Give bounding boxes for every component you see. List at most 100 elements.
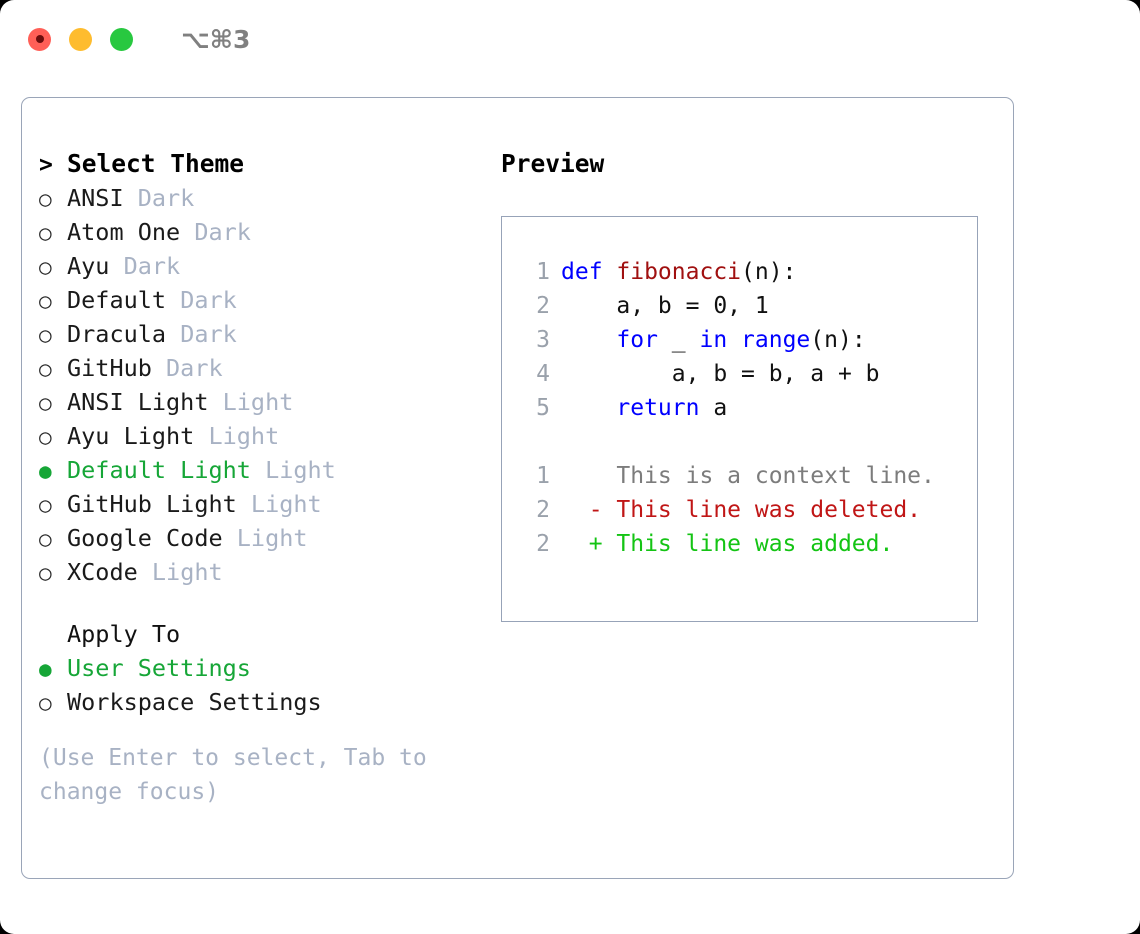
theme-option-xcode[interactable]: ○ XCode Light bbox=[39, 555, 499, 589]
code-line-text: return a bbox=[561, 391, 727, 425]
theme-option-default[interactable]: ○ Default Dark bbox=[39, 283, 499, 317]
theme-variant-tag: Dark bbox=[166, 286, 237, 314]
cursor-chevron-icon: > bbox=[39, 152, 53, 178]
code-token: a, b = b, a + b bbox=[561, 361, 880, 387]
theme-variant-tag: Light bbox=[250, 456, 336, 484]
code-line: 4 a, b = b, a + b bbox=[516, 357, 977, 391]
code-token: def bbox=[561, 259, 617, 285]
maximize-button[interactable] bbox=[110, 27, 133, 51]
theme-option-github-light[interactable]: ○GitHub Light Light bbox=[39, 487, 499, 521]
theme-variant-tag: Dark bbox=[180, 218, 251, 246]
code-line-number: 5 bbox=[536, 395, 550, 421]
code-token: a bbox=[699, 395, 728, 421]
window-controls bbox=[28, 27, 133, 51]
theme-option-label: ANSI Light bbox=[67, 388, 209, 416]
theme-option-label: Google Code bbox=[67, 524, 223, 552]
apply-to-list[interactable]: ● User Settings ○ Workspace Settings bbox=[39, 651, 499, 719]
diff-line-number: 2 bbox=[536, 531, 550, 557]
close-button[interactable] bbox=[28, 27, 51, 51]
theme-option-label: GitHub Light bbox=[67, 490, 237, 518]
code-line-text: def fibonacci(n): bbox=[561, 255, 796, 289]
keyboard-hint-text: (Use Enter to select, Tab to change focu… bbox=[39, 745, 441, 805]
code-line-text: a, b = 0, 1 bbox=[561, 289, 769, 323]
code-token: fibonacci bbox=[616, 259, 742, 285]
diff-line-ctx: 1 This is a context line. bbox=[516, 459, 977, 493]
theme-list[interactable]: ○ANSI Dark○Atom One Dark○Ayu Dark○Defaul… bbox=[39, 181, 499, 589]
theme-option-label: Dracula bbox=[67, 320, 167, 348]
minimize-button[interactable] bbox=[69, 27, 92, 51]
diff-line-del: 2 - This line was deleted. bbox=[516, 493, 977, 527]
title-bar: ⌥⌘3 bbox=[0, 0, 1140, 78]
code-token: _ bbox=[657, 327, 700, 353]
code-line-text: for _ in range(n): bbox=[561, 323, 866, 357]
diff-line-text: - This line was deleted. bbox=[561, 497, 922, 523]
theme-option-github[interactable]: ○GitHub Dark bbox=[39, 351, 499, 385]
theme-variant-tag: Light bbox=[137, 558, 223, 586]
theme-option-ayu-light[interactable]: ○ Ayu Light Light bbox=[39, 419, 499, 453]
diff-line-number: 1 bbox=[536, 463, 550, 489]
code-token bbox=[561, 327, 616, 353]
code-token: for bbox=[616, 327, 658, 353]
radio-unselected-icon: ○ bbox=[39, 561, 52, 585]
code-line: 5 return a bbox=[516, 391, 977, 425]
code-token: in bbox=[699, 327, 728, 353]
code-line-number: 3 bbox=[536, 327, 550, 353]
theme-option-default-light[interactable]: ●Default Light Light bbox=[39, 453, 499, 487]
section-spacer bbox=[39, 589, 499, 617]
diff-line-number: 2 bbox=[536, 497, 550, 523]
radio-unselected-icon: ○ bbox=[39, 357, 52, 381]
code-token: return bbox=[616, 395, 700, 421]
theme-option-label: GitHub bbox=[67, 354, 152, 382]
code-token: a, b = 0, 1 bbox=[561, 293, 769, 319]
theme-option-google-code[interactable]: ○ Google Code Light bbox=[39, 521, 499, 555]
radio-unselected-icon: ○ bbox=[39, 391, 52, 415]
radio-unselected-icon: ○ bbox=[39, 289, 52, 313]
apply-to-option-workspace-settings[interactable]: ○ Workspace Settings bbox=[39, 685, 499, 719]
radio-unselected-icon: ○ bbox=[39, 221, 52, 245]
radio-unselected-icon: ○ bbox=[39, 187, 52, 211]
radio-unselected-icon: ○ bbox=[39, 425, 52, 449]
theme-selector-column: > Select Theme ○ANSI Dark○Atom One Dark○… bbox=[39, 147, 499, 809]
code-token bbox=[561, 395, 616, 421]
theme-option-ayu[interactable]: ○Ayu Dark bbox=[39, 249, 499, 283]
theme-option-label: Ayu Light bbox=[67, 422, 195, 450]
theme-option-atom-one[interactable]: ○Atom One Dark bbox=[39, 215, 499, 249]
code-token bbox=[727, 327, 741, 353]
apply-to-option-user-settings[interactable]: ● User Settings bbox=[39, 651, 499, 685]
diff-line-add: 2 + This line was added. bbox=[516, 527, 977, 561]
theme-variant-tag: Light bbox=[222, 524, 308, 552]
content-panel: > Select Theme ○ANSI Dark○Atom One Dark○… bbox=[21, 97, 1014, 879]
code-line-number: 1 bbox=[536, 259, 550, 285]
radio-unselected-icon: ○ bbox=[39, 323, 52, 347]
code-line-number: 2 bbox=[536, 293, 550, 319]
theme-option-dracula[interactable]: ○Dracula Dark bbox=[39, 317, 499, 351]
radio-unselected-icon: ○ bbox=[39, 691, 52, 715]
diff-sample: 1 This is a context line.2 - This line w… bbox=[516, 459, 977, 561]
diff-line-text: This is a context line. bbox=[561, 463, 935, 489]
apply-to-option-label: Workspace Settings bbox=[67, 688, 322, 716]
code-line: 2 a, b = 0, 1 bbox=[516, 289, 977, 323]
code-diff-gap bbox=[516, 425, 977, 459]
theme-option-label: XCode bbox=[67, 558, 138, 586]
theme-option-label: ANSI bbox=[67, 184, 124, 212]
theme-variant-tag: Dark bbox=[123, 184, 195, 212]
radio-unselected-icon: ○ bbox=[39, 527, 52, 551]
apply-to-option-label: User Settings bbox=[67, 654, 251, 682]
code-line: 1 def fibonacci(n): bbox=[516, 255, 977, 289]
theme-option-label: Default Light bbox=[67, 456, 251, 484]
theme-option-label: Ayu bbox=[67, 252, 110, 280]
code-line-number: 4 bbox=[536, 361, 550, 387]
code-token: (n): bbox=[741, 259, 797, 285]
radio-selected-icon: ● bbox=[39, 657, 52, 681]
select-theme-title: Select Theme bbox=[67, 149, 245, 178]
code-token: range bbox=[741, 327, 811, 353]
theme-option-label: Default bbox=[67, 286, 167, 314]
theme-option-ansi[interactable]: ○ ANSI Dark bbox=[39, 181, 499, 215]
theme-variant-tag: Light bbox=[194, 422, 280, 450]
theme-option-ansi-light[interactable]: ○ANSI Light Light bbox=[39, 385, 499, 419]
code-token: (n): bbox=[810, 327, 866, 353]
